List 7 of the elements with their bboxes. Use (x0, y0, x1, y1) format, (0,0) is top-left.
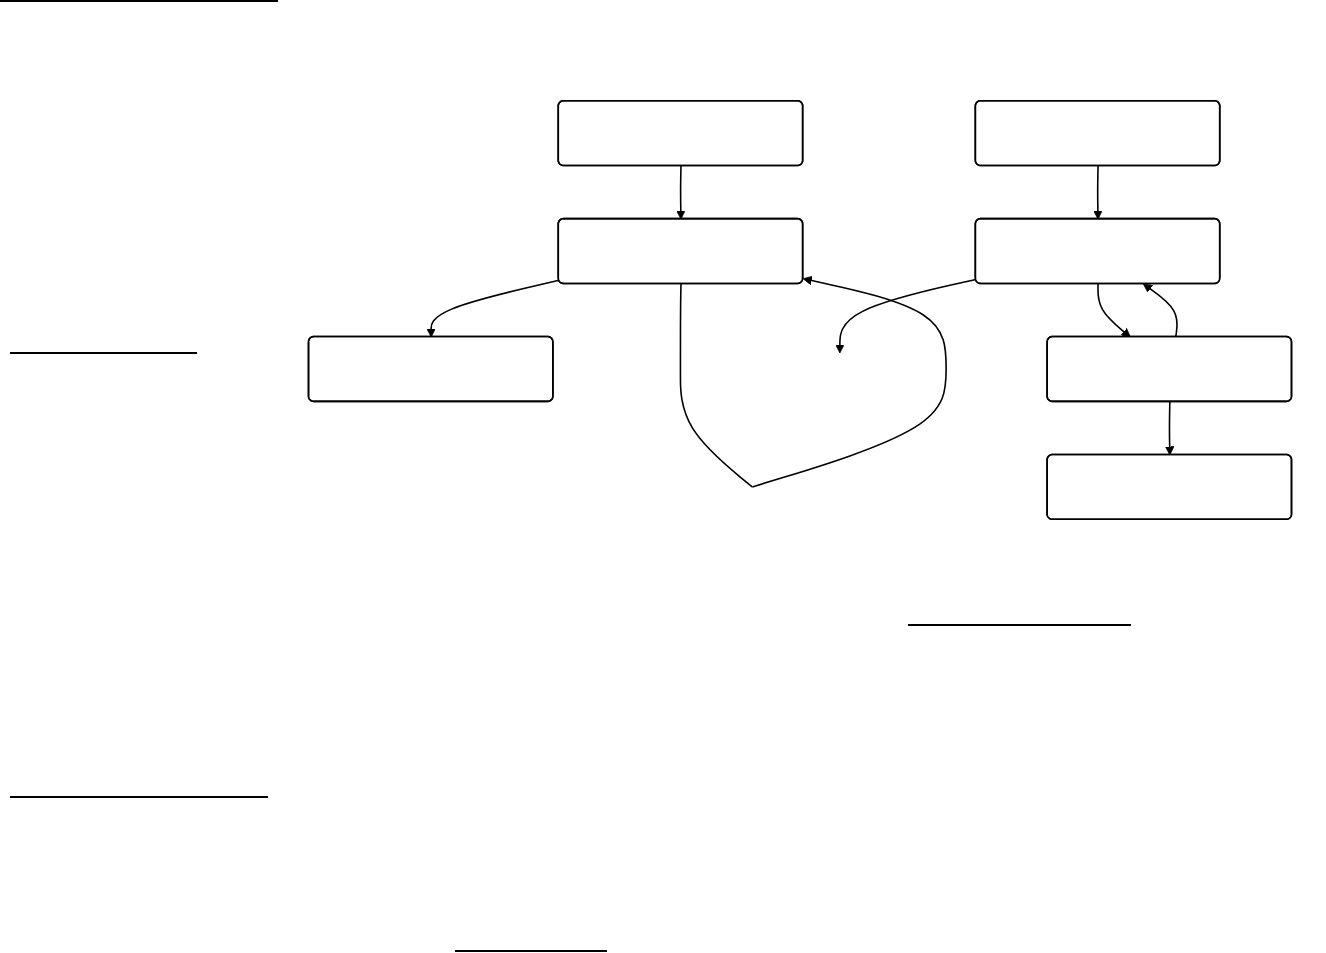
arrow (1093, 165, 1103, 220)
arrow (1165, 401, 1175, 456)
arrow (426, 279, 560, 338)
arrow (1097, 283, 1131, 338)
arrow (676, 165, 686, 220)
arrow (1142, 283, 1178, 338)
arrow (835, 278, 977, 354)
